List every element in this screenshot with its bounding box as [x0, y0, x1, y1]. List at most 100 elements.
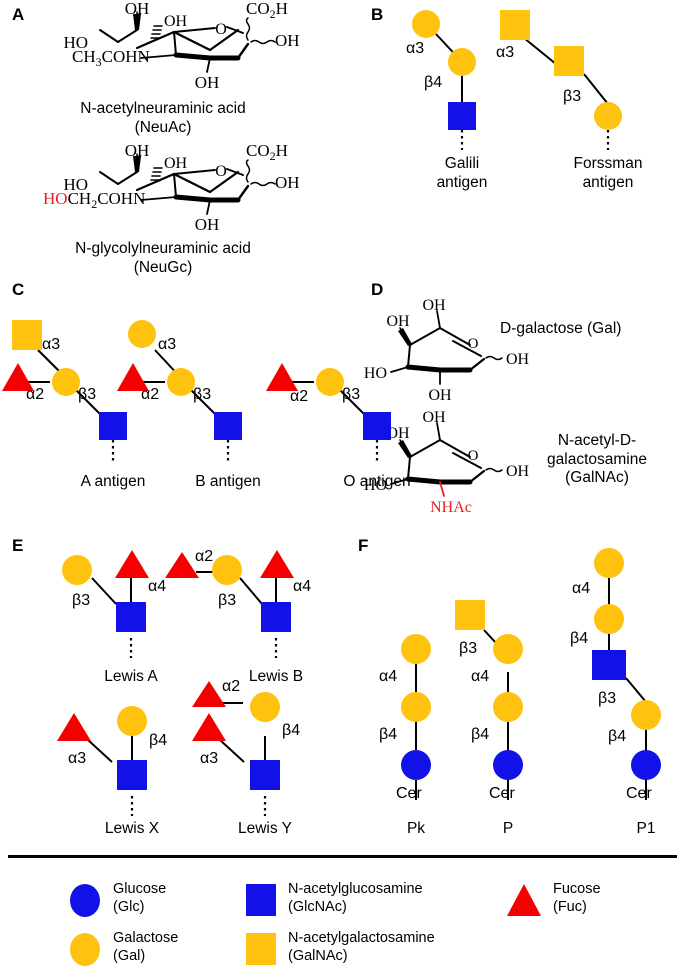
lewis-y-linkage-a3: α3: [200, 750, 219, 767]
p1-glcnac: [592, 650, 626, 680]
forssman-galnac-mid: [554, 46, 584, 76]
p1-glucose: [631, 750, 661, 780]
neugc-caption: N-glycolylneuraminic acid (NeuGc): [75, 240, 251, 276]
pk-caption: Pk: [406, 820, 426, 837]
lewis-y-linkage-b4: β4: [282, 722, 301, 739]
panel-letter-a: A: [12, 5, 25, 24]
lewis-x-fucose: [57, 713, 91, 741]
lewis-x-linkage-b4: β4: [149, 732, 168, 749]
legend-glucose-label: Glucose (Glc): [113, 881, 167, 916]
galili-linkage-b4: β4: [424, 74, 443, 91]
neuac-co2h: CO2H: [246, 0, 288, 21]
legend-glcnac-label: N-acetylglucosamine (GlcNAc): [288, 881, 423, 916]
neuac-nac-label: CH3COHN: [72, 47, 150, 69]
p-gal: [493, 692, 523, 722]
p1-gal-second: [594, 604, 624, 634]
galili-gal-terminal: [412, 10, 440, 38]
lewis-x-caption: Lewis X: [104, 820, 160, 837]
neugc-glycolyl-label: HOCH2COHN: [43, 189, 145, 211]
lewis-a-gal: [62, 555, 92, 585]
a-antigen-linkage-a2: α2: [26, 386, 45, 403]
neugc-oh-bottom: OH: [195, 215, 220, 234]
b-antigen-linkage-a2: α2: [141, 386, 160, 403]
a-antigen-galnac: [12, 320, 42, 350]
lewis-b-caption: Lewis B: [248, 668, 304, 685]
neuac-ring-o: O: [215, 21, 227, 38]
b-antigen-linkage-b3: β3: [193, 386, 212, 403]
legend-fucose-label: Fucose (Fuc): [553, 881, 601, 916]
p-ceramide: Cer: [489, 785, 515, 802]
forssman-caption: Forssman antigen: [573, 155, 643, 191]
neuac-oh-top2: OH: [164, 13, 188, 30]
lewis-a-fucose: [115, 550, 149, 578]
lewis-y-fucose-a3: [192, 713, 226, 741]
a-antigen-glcnac: [99, 412, 127, 440]
gal-ho-left: HO: [364, 365, 387, 382]
neuac-ho-left: HO: [63, 33, 88, 52]
forssman-galnac-terminal: [500, 10, 530, 40]
b-antigen-fucose: [117, 363, 149, 391]
forssman-linkage-a3: α3: [496, 44, 515, 61]
lewis-x-glcnac: [117, 760, 147, 790]
b-antigen-gal-terminal: [128, 320, 156, 348]
a-antigen-linkage-a3: α3: [42, 336, 61, 353]
legend-divider: [8, 855, 677, 858]
neuac-oh-bottom: OH: [195, 73, 220, 92]
lewis-a-linkage-b3: β3: [72, 592, 91, 609]
o-antigen-fucose: [266, 363, 298, 391]
legend-fucose-icon: [507, 884, 541, 916]
p-linkage-a4: α4: [471, 668, 490, 685]
legend-glcnac-icon: [246, 884, 276, 916]
a-antigen-fucose: [2, 363, 34, 391]
galili-caption: Galili antigen: [436, 155, 488, 191]
panel-letter-e: E: [12, 536, 24, 555]
lewis-x-linkage-a3: α3: [68, 750, 87, 767]
gal-oh-a: OH: [386, 313, 410, 330]
o-antigen-caption: O antigen: [343, 473, 411, 490]
galnac-label: N-acetyl-D-galactosamine (GalNAc): [547, 432, 647, 487]
neugc-co2h: CO2H: [246, 141, 288, 163]
galnac-oh-b: OH: [422, 409, 446, 426]
pk-glucose: [401, 750, 431, 780]
p1-gal: [631, 700, 661, 730]
lewis-a-caption: Lewis A: [104, 668, 158, 685]
p1-linkage-b3: β3: [598, 690, 617, 707]
gal-ring-o: O: [468, 336, 479, 352]
panel-letter-f: F: [358, 536, 369, 555]
neuac-oh-right: OH: [275, 31, 300, 50]
legend-galnac-icon: [246, 933, 276, 965]
lewis-b-linkage-b3: β3: [218, 592, 237, 609]
legend-galactose-icon: [70, 933, 100, 966]
panel-letter-d: D: [371, 280, 384, 299]
p-linkage-b3: β3: [459, 640, 478, 657]
b-antigen-gal: [167, 368, 195, 396]
o-antigen-gal: [316, 368, 344, 396]
p1-linkage-b4: β4: [570, 630, 589, 647]
b-antigen-linkage-a3: α3: [158, 336, 177, 353]
panel-letter-c: C: [12, 280, 25, 299]
gal-oh-bottom: OH: [428, 387, 452, 404]
lewis-x-gal: [117, 706, 147, 736]
galili-glcnac: [448, 102, 476, 130]
lewis-y-fucose-a2: [192, 681, 226, 707]
lewis-y-glcnac: [250, 760, 280, 790]
neugc-ring-o: O: [215, 163, 227, 180]
galili-linkage-a3: α3: [406, 40, 425, 57]
lewis-b-fucose-a4: [260, 550, 294, 578]
gal-oh-b: OH: [422, 297, 446, 314]
p-caption: P: [502, 820, 514, 837]
neugc-ho-left: HO: [63, 175, 88, 194]
neugc-oh-top2: OH: [164, 155, 188, 172]
b-antigen-caption: B antigen: [195, 473, 261, 490]
p-glucose: [493, 750, 523, 780]
galactose-label: D-galactose (Gal): [500, 320, 622, 337]
lewis-y-gal: [250, 692, 280, 722]
neuac-oh-top: OH: [125, 0, 150, 18]
lewis-b-glcnac: [261, 602, 291, 632]
p1-caption: P1: [636, 820, 656, 837]
legend-galactose-label: Galactose (Gal): [113, 930, 179, 965]
p-gal-terminal: [493, 634, 523, 664]
pk-linkage-a4: α4: [379, 668, 398, 685]
p1-linkage-a4: α4: [572, 580, 591, 597]
lewis-b-linkage-a2: α2: [195, 548, 214, 565]
